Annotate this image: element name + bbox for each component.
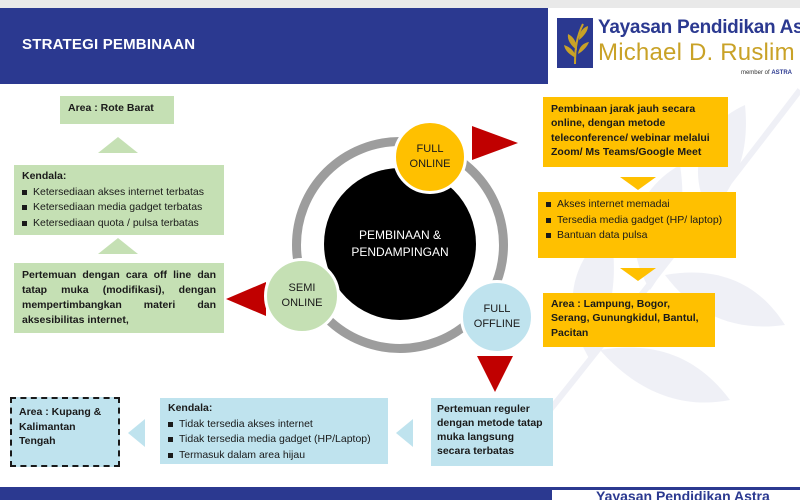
list-item: Tidak tersedia media gadget (HP/Laptop)	[168, 433, 380, 447]
semi-online-circle: SEMI ONLINE	[264, 258, 340, 334]
logo-member-text: member of ASTRA	[741, 70, 792, 76]
list-item: Ketersediaan akses internet terbatas	[22, 186, 216, 200]
full-offline-description: Pertemuan reguler dengan metode tatap mu…	[437, 403, 543, 457]
logo: Yayasan Pendidikan Astra Michael D. Rusl…	[552, 14, 800, 80]
left-arrow-icon	[128, 419, 145, 447]
full-offline-kendala-title: Kendala:	[168, 402, 213, 414]
full-offline-kendala-box: Kendala: Tidak tersedia akses internet T…	[160, 398, 388, 464]
semi-online-area-box: Area : Rote Barat	[60, 96, 174, 124]
full-online-area-box: Area : Lampung, Bogor, Serang, Gunungkid…	[543, 293, 715, 347]
full-offline-area-box: Area : Kupang & Kalimantan Tengah	[10, 397, 120, 467]
full-online-description-box: Pembinaan jarak jauh secara online, deng…	[543, 97, 728, 167]
header-bar: STRATEGI PEMBINAAN	[0, 8, 548, 84]
semi-online-area-text: Area : Rote Barat	[68, 102, 154, 114]
full-offline-circle: FULL OFFLINE	[460, 280, 534, 354]
down-arrow-icon	[477, 356, 513, 392]
full-online-label-line1: FULL	[416, 143, 444, 156]
down-arrow-icon	[620, 177, 656, 190]
semi-online-kendala-title: Kendala:	[22, 170, 67, 182]
list-item: Bantuan data pulsa	[546, 229, 728, 243]
full-online-conditions-box: Akses internet memadai Tersedia media ga…	[538, 192, 736, 258]
up-arrow-icon	[98, 137, 138, 153]
semi-online-description-box: Pertemuan dengan cara off line dan tatap…	[14, 263, 224, 333]
full-online-description: Pembinaan jarak jauh secara online, deng…	[551, 103, 710, 158]
center-label-line1: PEMBINAAN &	[358, 227, 441, 242]
left-arrow-icon	[396, 419, 413, 447]
top-strip	[0, 0, 800, 8]
semi-online-label-line2: ONLINE	[281, 297, 323, 309]
full-offline-kendala-list: Tidak tersedia akses internet Tidak ters…	[168, 418, 380, 463]
list-item: Akses internet memadai	[546, 198, 728, 212]
full-offline-label-line2: OFFLINE	[473, 318, 521, 330]
logo-text-name: Michael D. Ruslim	[598, 39, 795, 66]
full-online-circle: FULL ONLINE	[393, 120, 467, 194]
list-item: Termasuk dalam area hijau	[168, 449, 380, 463]
semi-online-kendala-box: Kendala: Ketersediaan akses internet ter…	[14, 165, 224, 235]
full-offline-label-line1: FULL	[483, 303, 511, 316]
logo-member-prefix: member of	[740, 70, 770, 76]
semi-online-description: Pertemuan dengan cara off line dan tatap…	[22, 269, 216, 326]
full-offline-area-text: Area : Kupang & Kalimantan Tengah	[19, 406, 102, 448]
full-online-label-line2: ONLINE	[409, 158, 451, 170]
semi-online-label-line1: SEMI	[288, 282, 316, 295]
page-title: STRATEGI PEMBINAAN	[22, 36, 196, 53]
semi-online-kendala-list: Ketersediaan akses internet terbatas Ket…	[22, 186, 216, 231]
full-offline-description-box: Pertemuan reguler dengan metode tatap mu…	[431, 398, 553, 466]
list-item: Ketersediaan media gadget terbatas	[22, 201, 216, 215]
full-online-area-text: Area : Lampung, Bogor, Serang, Gunungkid…	[551, 298, 699, 339]
list-item: Tersedia media gadget (HP/ laptop)	[546, 214, 728, 228]
logo-member-brand: ASTRA	[771, 70, 792, 76]
up-arrow-icon	[98, 238, 138, 254]
bottom-logo: Yayasan Pendidikan Astra	[552, 490, 800, 500]
list-item: Tidak tersedia akses internet	[168, 418, 380, 432]
logo-mark-icon	[557, 18, 593, 68]
center-label-line2: PENDAMPINGAN	[351, 245, 449, 259]
bottom-logo-text: Yayasan Pendidikan Astra	[596, 490, 770, 500]
center-circle: PEMBINAAN & PENDAMPINGAN	[324, 168, 476, 320]
list-item: Ketersediaan quota / pulsa terbatas	[22, 217, 216, 231]
left-arrow-icon	[226, 282, 266, 316]
full-online-conditions-list: Akses internet memadai Tersedia media ga…	[546, 198, 728, 243]
down-arrow-icon	[620, 268, 656, 281]
right-arrow-icon	[472, 126, 518, 160]
logo-text-foundation: Yayasan Pendidikan Astra	[598, 17, 800, 38]
